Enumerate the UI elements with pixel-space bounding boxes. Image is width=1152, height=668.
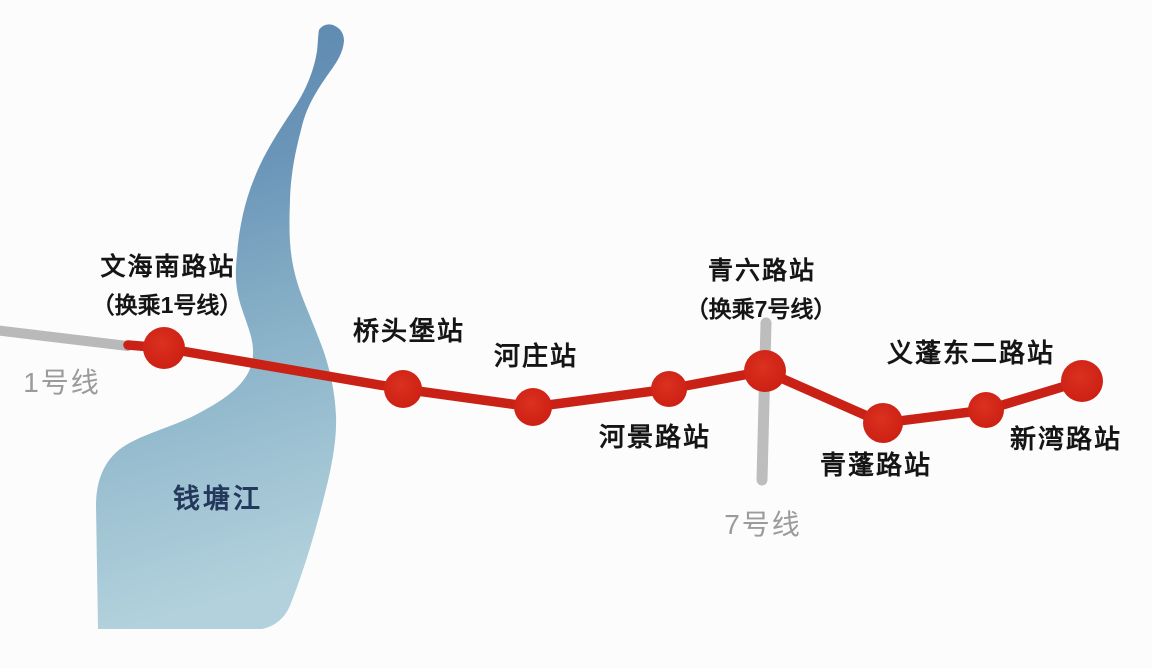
station-transfer-note-qingliu-road: （换乘7号线）: [685, 296, 837, 322]
qiantang-river-shape: [96, 24, 344, 630]
station-label-qiaotoubao: 桥头堡站: [352, 316, 466, 346]
station-dot-qingpeng-road: [863, 403, 903, 443]
line1-label: 1号线: [23, 367, 101, 398]
station-dot-qingliu-road: [744, 350, 786, 392]
station-dot-hezhuang: [514, 388, 552, 426]
station-label-wenhai-south-road: 文海南路站: [100, 253, 236, 281]
station-dot-hejing-road: [651, 371, 687, 407]
station-label-qingliu-road: 青六路站: [707, 257, 817, 285]
station-label-hejing-road: 河景路站: [598, 422, 712, 452]
station-dot-qiaotoubao: [384, 370, 422, 408]
station-transfer-note-wenhai-south-road: （换乘1号线）: [91, 292, 243, 318]
station-dot-wenhai-south-road: [143, 327, 185, 369]
line7-track: [756, 317, 772, 486]
river-label: 钱塘江: [173, 484, 263, 514]
line1-track: [0, 325, 133, 351]
station-dot-xinwan-road: [1061, 360, 1103, 402]
line7-label: 7号线: [724, 509, 802, 540]
station-label-qingpeng-road: 青蓬路站: [819, 450, 933, 480]
station-label-yipeng-east-2nd-road: 义蓬东二路站: [886, 338, 1056, 368]
station-dot-yipeng-east-2nd-road: [968, 392, 1004, 428]
station-label-hezhuang: 河庄站: [493, 341, 579, 371]
station-label-xinwan-road: 新湾路站: [1009, 424, 1123, 454]
